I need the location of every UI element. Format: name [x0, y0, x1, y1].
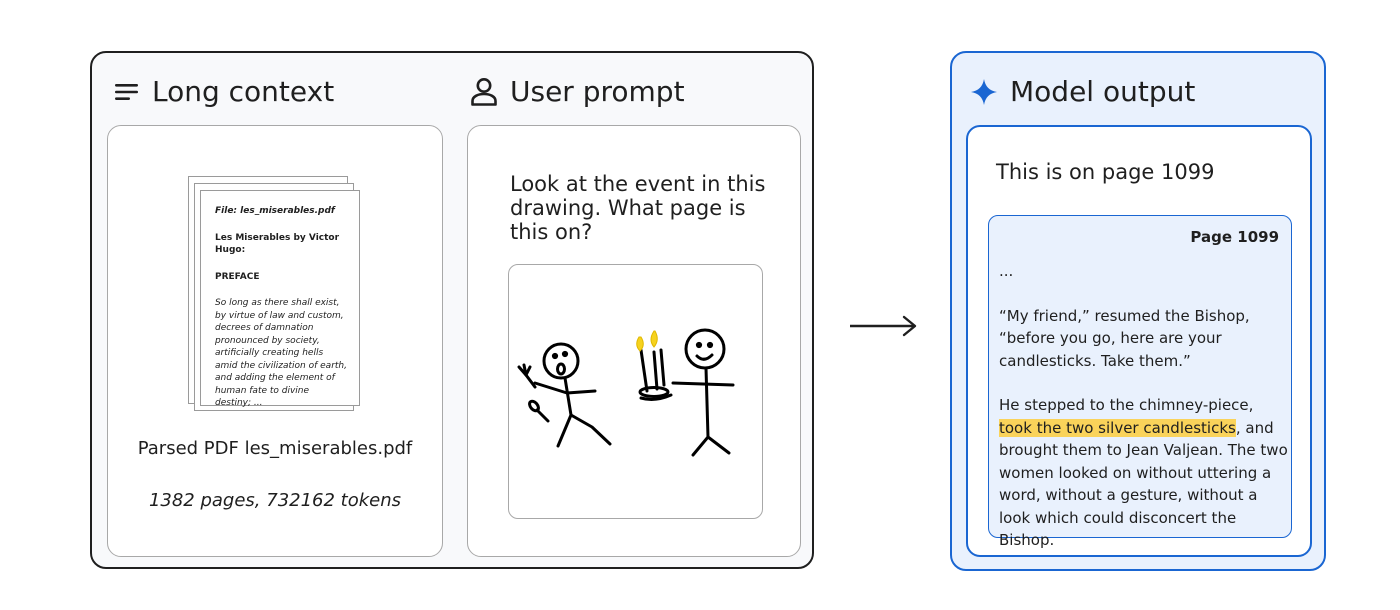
- excerpt-ellipsis: ...: [999, 262, 1014, 280]
- right-arrow-icon: [850, 315, 917, 337]
- user-prompt-heading: User prompt: [470, 75, 685, 108]
- document-stats: 1382 pages, 732162 tokens: [148, 490, 402, 511]
- model-output-card: This is on page 1099 Page 1099 ... “My f…: [966, 125, 1312, 557]
- prompt-text: Look at the event in this drawing. What …: [510, 172, 766, 244]
- excerpt-text-after: , and brought them to Jean Valjean. The …: [999, 418, 1288, 550]
- drawing-canvas: [517, 328, 735, 457]
- output-panel: Model output This is on page 1099 Page 1…: [950, 51, 1326, 571]
- document-title: Les Miserables by Victor Hugo:: [215, 232, 340, 256]
- document-section: PREFACE: [215, 271, 260, 282]
- page-excerpt-text: ... “My friend,” resumed the Bishop, “be…: [999, 260, 1289, 574]
- person-icon: [470, 77, 498, 107]
- input-panel: Long context User prompt File: les_miser…: [90, 51, 814, 569]
- right-stick-figure: [671, 328, 735, 457]
- candle-flames: [636, 330, 658, 352]
- sparkle-icon: [970, 78, 998, 106]
- excerpt-paragraph-2: He stepped to the chimney-piece, took th…: [999, 394, 1289, 552]
- model-output-heading: Model output: [970, 75, 1195, 108]
- long-context-card: File: les_miserables.pdf Les Miserables …: [107, 125, 443, 557]
- model-output-title: Model output: [1010, 75, 1196, 108]
- page-number-label: Page 1099: [1190, 228, 1279, 246]
- user-prompt-card: Look at the event in this drawing. What …: [467, 125, 801, 557]
- stick-figure-drawing: [508, 264, 763, 519]
- document-excerpt: So long as there shall exist, by virtue …: [215, 298, 347, 408]
- menu-lines-icon: [114, 82, 140, 102]
- fork-spoon-icon: [517, 363, 550, 423]
- candlesticks-icon: [638, 348, 673, 401]
- document-page: File: les_miserables.pdf Les Miserables …: [200, 190, 360, 408]
- user-prompt-title: User prompt: [510, 75, 685, 108]
- answer-text: This is on page 1099: [996, 160, 1215, 184]
- left-stick-figure: [533, 342, 612, 448]
- long-context-title: Long context: [152, 75, 335, 108]
- document-filename: File: les_miserables.pdf: [215, 206, 335, 216]
- excerpt-paragraph-1: “My friend,” resumed the Bishop, “before…: [999, 306, 1250, 370]
- highlighted-phrase: took the two silver candlesticks: [999, 418, 1236, 437]
- long-context-heading: Long context: [114, 75, 334, 108]
- page-excerpt-box: Page 1099 ... “My friend,” resumed the B…: [988, 215, 1292, 549]
- document-stack: File: les_miserables.pdf Les Miserables …: [188, 176, 363, 411]
- excerpt-text-before: He stepped to the chimney-piece,: [999, 396, 1254, 414]
- parsed-pdf-caption: Parsed PDF les_miserables.pdf: [137, 438, 413, 459]
